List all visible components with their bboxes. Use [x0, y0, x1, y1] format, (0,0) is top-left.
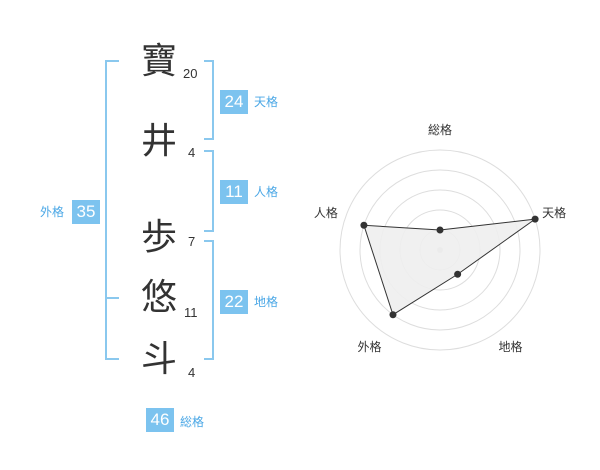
radar-grid-ring [359, 169, 521, 331]
radar-point [531, 215, 539, 223]
stroke-count-1: 20 [183, 66, 198, 81]
stroke-count-3: 7 [188, 234, 196, 249]
tenkaku-score-badge: 24 [220, 90, 248, 114]
soukaku-score-badge: 46 [146, 408, 174, 432]
radar-polygon [363, 218, 536, 316]
radar-point [360, 221, 368, 229]
radar-point [436, 226, 444, 234]
radar-axis-label: 地格 [499, 339, 523, 354]
name-char-3: 歩 [140, 217, 177, 258]
gaikaku-bracket [105, 60, 119, 360]
stroke-count-4: 11 [184, 305, 198, 320]
stroke-count-2: 4 [188, 145, 196, 160]
radar-axis-label: 人格 [314, 205, 338, 220]
radar-point [454, 270, 462, 278]
gaikaku-bracket-tick [107, 297, 119, 299]
gaikaku-score-badge: 35 [72, 200, 100, 224]
gaikaku-label: 外格 [40, 205, 65, 219]
radar-grid [339, 149, 541, 351]
soukaku-label: 総格 [180, 415, 205, 429]
jinkaku-score-badge: 11 [220, 180, 248, 204]
radar-points [360, 215, 539, 319]
tenkaku-bracket [204, 60, 214, 140]
radar-axis-label: 天格 [542, 205, 566, 220]
name-char-2: 井 [140, 121, 177, 162]
radar-point [389, 311, 397, 319]
chikaku-score-badge: 22 [220, 290, 248, 314]
chikaku-label: 地格 [254, 295, 279, 309]
chikaku-bracket [204, 240, 214, 360]
radar-axis-label: 外格 [357, 339, 381, 354]
jinkaku-bracket [204, 150, 214, 232]
name-char-4: 悠 [140, 277, 177, 318]
radar-grid-ring [339, 149, 541, 351]
name-char-5: 斗 [140, 339, 177, 380]
tenkaku-label: 天格 [254, 95, 279, 109]
radar-axis-label: 総格 [428, 122, 452, 137]
stroke-count-5: 4 [188, 365, 196, 380]
jinkaku-label: 人格 [254, 185, 279, 199]
name-char-1: 寶 [140, 41, 177, 82]
